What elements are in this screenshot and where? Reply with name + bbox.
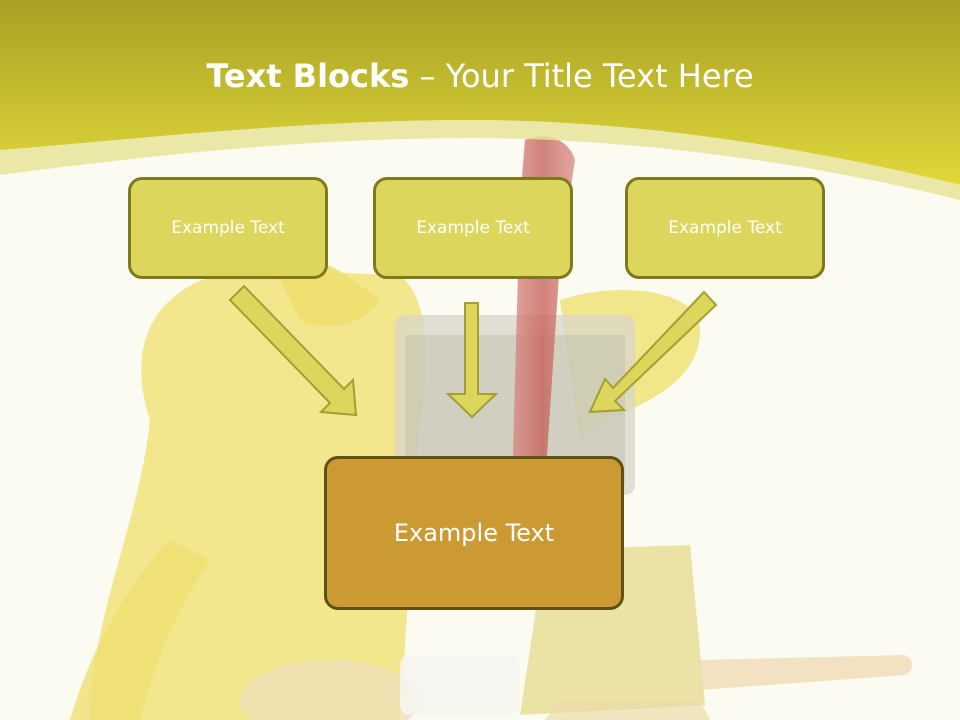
slide-title-rest: – Your Title Text Here: [409, 57, 754, 95]
text-block-right-label: Example Text: [668, 218, 782, 238]
slide-title-bold: Text Blocks: [206, 57, 410, 95]
main-text-block-label: Example Text: [393, 519, 555, 547]
arrow-left: [228, 284, 358, 417]
text-block-center[interactable]: Example Text: [373, 177, 573, 279]
header-band: [0, 0, 960, 200]
arrow-right: [588, 290, 718, 414]
text-block-left-label: Example Text: [171, 218, 285, 238]
text-block-center-label: Example Text: [416, 218, 530, 238]
text-block-right[interactable]: Example Text: [625, 177, 825, 279]
slide-title: Text Blocks – Your Title Text Here: [0, 52, 960, 100]
text-block-left[interactable]: Example Text: [128, 177, 328, 279]
arrows: [228, 284, 718, 419]
main-text-block[interactable]: Example Text: [324, 456, 624, 610]
arrow-center: [445, 302, 499, 419]
